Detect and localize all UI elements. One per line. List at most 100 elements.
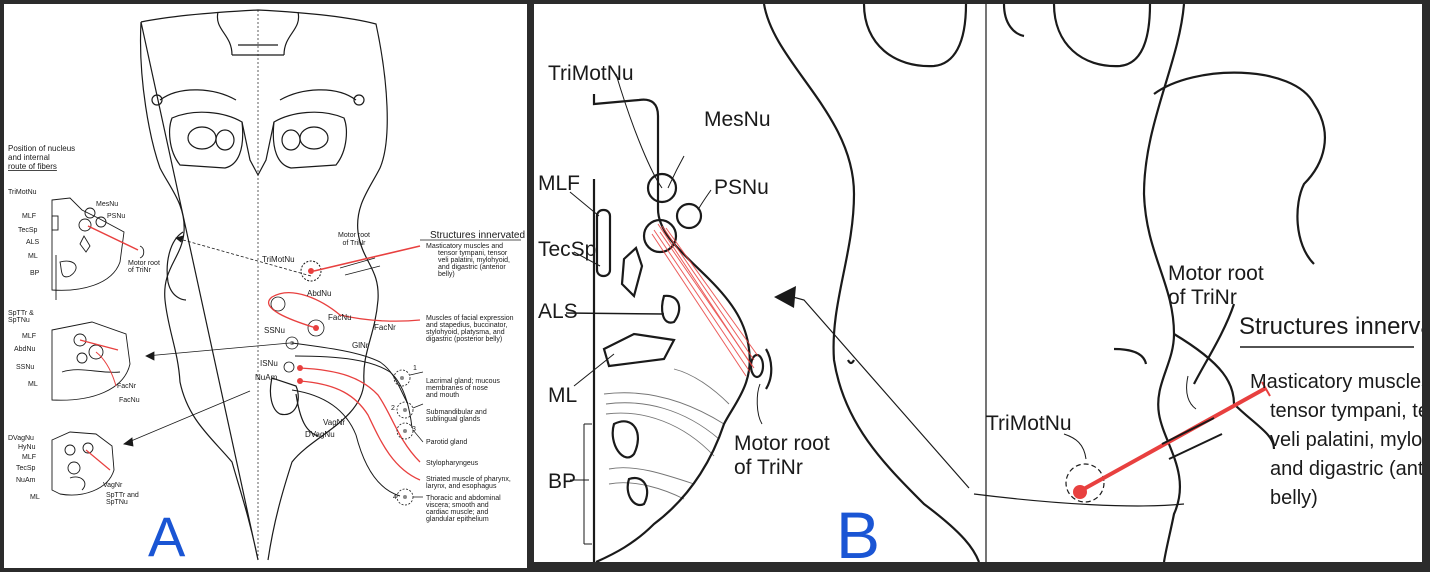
a-inset1-trimotnu: TriMotNu (8, 189, 37, 196)
a-inset-medulla (51, 431, 115, 496)
a-inset1-bp: BP (30, 270, 40, 277)
a-inset3-vagnr: VagNr (103, 482, 123, 489)
a-inset1-ml: ML (28, 253, 38, 260)
b-trimotnu-label: TriMotNu (548, 62, 634, 85)
a-position-heading-3: route of fibers (8, 162, 57, 171)
panel-a: TriMotNu Motor root of TriNr AbdNu FacNu… (4, 4, 527, 568)
a-structure-1-line-0: Muscles of facial expression (426, 315, 514, 322)
a-nuam-label: NuAm (255, 373, 278, 382)
b-structures-heading: Structures innervated (1239, 313, 1430, 340)
a-motor-root-label-2: of TriNr (343, 240, 367, 247)
a-inset2-ml: ML (28, 381, 38, 388)
a-inset2-spttr-1: SpTTr & (8, 310, 34, 317)
a-number-3: 3 (412, 426, 416, 433)
a-structure-0-line-0: Masticatory muscles and (426, 243, 503, 250)
a-structure-0-line-2: veli palatini, mylohyoid, (438, 257, 510, 264)
b-inset-red-fibers (651, 223, 759, 377)
a-structure-2-line-0: Lacrimal gland; mucous (426, 378, 500, 385)
b-motor-root-right-2: of TriNr (1168, 286, 1237, 309)
a-inset3-tecsp: TecSp (16, 465, 36, 472)
b-psnu-label: PSNu (714, 176, 769, 199)
a-inset3-hynu: HyNu (18, 444, 36, 451)
a-inset2-ssnu: SSNu (16, 364, 34, 371)
a-number-1: 1 (413, 365, 417, 372)
a-structure-7-line-0: Thoracic and abdominal (426, 495, 501, 502)
a-inset2-facnu: FacNu (119, 397, 140, 404)
a-structure-7-line-2: cardiac muscle; and (426, 509, 488, 516)
b-arrow-head (774, 286, 796, 308)
a-inset3-dvagnu: DVagNu (8, 435, 34, 442)
b-mlf-label: MLF (538, 172, 580, 195)
b-brainstem-outline (762, 4, 1326, 562)
a-inset-pons (51, 197, 145, 300)
a-position-heading-1: Position of nucleus (8, 144, 75, 153)
b-tecsp-label: TecSp (538, 238, 596, 261)
b-structure-line-0: Masticatory muscles and (1250, 371, 1430, 393)
a-inset2-abdnu: AbdNu (14, 346, 36, 353)
a-structure-3-line-1: sublingual glands (426, 416, 481, 423)
a-dvagnu-label: DVagNu (305, 430, 335, 439)
a-inset1-mlf: MLF (22, 213, 36, 220)
a-structure-6-line-0: Striated muscle of pharynx, (426, 476, 511, 483)
a-inset1-psnu: PSNu (107, 213, 125, 220)
b-structure-line-3: and digastric (anterior (1270, 458, 1430, 480)
a-structure-2-line-2: and mouth (426, 392, 459, 399)
b-trimotnu-circle (1065, 463, 1105, 503)
a-structure-1-line-2: stylohyoid, platysma, and (426, 329, 505, 336)
panel-b: TriMotNu MesNu PSNu MLF TecSp ALS ML BP … (534, 4, 1430, 572)
a-inset2-facnr: FacNr (117, 383, 137, 390)
a-inset1-motor-root-1: Motor root (128, 260, 160, 267)
b-mesnu-label: MesNu (704, 108, 771, 131)
a-facnu-label: FacNu (328, 313, 352, 322)
b-motor-root-right-1: Motor root (1168, 262, 1264, 285)
panel-a-letter: A (148, 505, 186, 568)
a-inset3-nuam: NuAm (16, 477, 36, 484)
b-bp-label: BP (548, 470, 576, 493)
a-structure-2-line-1: membranes of nose (426, 385, 488, 392)
a-structure-0-line-1: tensor tympani, tensor (438, 250, 508, 257)
b-structure-line-2: veli palatini, mylohyoid, (1270, 429, 1430, 451)
panel-b-letter: B (836, 498, 880, 572)
a-structure-0-line-3: and digastric (anterior (438, 264, 506, 271)
a-inset-facial (51, 321, 131, 401)
a-motor-root-label-1: Motor root (338, 232, 370, 239)
a-inset3-mlf: MLF (22, 454, 36, 461)
a-isnu-label: ISNu (260, 359, 278, 368)
b-inset-striations (603, 368, 730, 500)
a-inset1-als: ALS (26, 239, 40, 246)
a-structure-4-line-0: Parotid gland (426, 439, 467, 446)
b-structure-line-1: tensor tympani, tensor (1270, 400, 1430, 422)
b-motor-root-left-2: of TriNr (734, 456, 803, 479)
a-structure-1-line-1: and stapedius, buccinator, (426, 322, 507, 329)
b-ml-label: ML (548, 384, 577, 407)
a-inset3-spttr-1: SpTTr and (106, 492, 139, 499)
a-structure-0-line-4: belly) (438, 271, 455, 278)
a-arrows (123, 235, 312, 447)
a-structure-7-line-3: glandular epithelium (426, 516, 489, 523)
a-inset3-ml: ML (30, 494, 40, 501)
a-structure-5-line-0: Stylopharyngeus (426, 460, 479, 467)
a-structure-1-line-3: digastric (posterior belly) (426, 336, 502, 343)
a-glnr-label: GlNr (352, 341, 369, 350)
brainstem-outline (139, 9, 388, 561)
a-inset2-mlf: MLF (22, 333, 36, 340)
a-inset1-mesnu: MesNu (96, 201, 118, 208)
a-ssnu-label: SSNu (264, 326, 285, 335)
a-structures-heading: Structures innervated (430, 230, 525, 241)
a-number-4: 4 (393, 494, 397, 501)
a-inset1-motor-root-2: of TriNr (128, 267, 152, 274)
a-position-heading-2: and internal (8, 153, 50, 162)
a-structure-6-line-1: larynx, and esophagus (426, 483, 497, 490)
a-inset2-spttr-2: SpTNu (8, 317, 30, 324)
a-inset3-spttr-2: SpTNu (106, 499, 128, 506)
a-vagnr-label: VagNr (323, 418, 345, 427)
a-structure-7-line-1: viscera; smooth and (426, 502, 489, 509)
a-trimotnu-label: TriMotNu (262, 255, 295, 264)
a-facnr-label: FacNr (374, 323, 396, 332)
a-inset1-tecsp: TecSp (18, 227, 38, 234)
b-trimotnu-center-label: TriMotNu (986, 412, 1072, 435)
b-als-label: ALS (538, 300, 578, 323)
a-number-2: 2 (391, 405, 395, 412)
